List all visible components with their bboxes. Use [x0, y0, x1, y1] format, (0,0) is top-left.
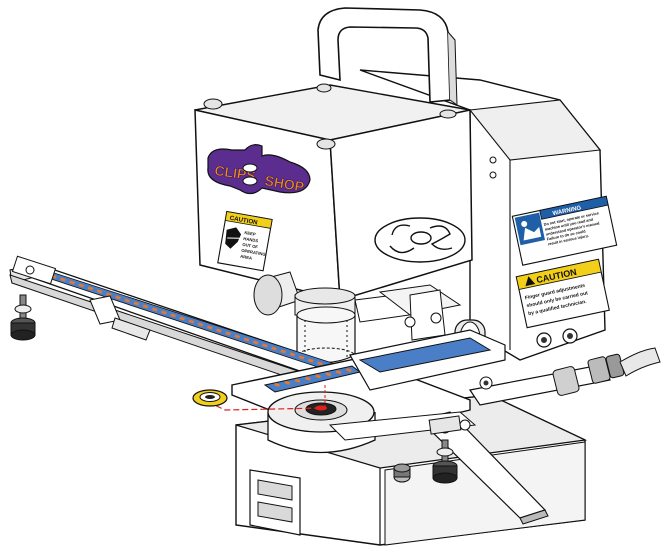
feed-rail: [9, 255, 367, 396]
track-hole: [179, 316, 185, 321]
hand-hazard-icon: [225, 227, 242, 249]
side-bolts: [536, 328, 578, 348]
track-hole: [170, 313, 176, 318]
track-hole: [243, 337, 250, 342]
track-hole: [284, 380, 291, 385]
read-manual-icon: [514, 212, 545, 246]
brand-logo: CLIPS SHOP: [207, 144, 311, 195]
carry-handle[interactable]: [317, 7, 458, 106]
track-hole: [216, 328, 222, 333]
plate-track-holes: [274, 368, 352, 387]
anvil: [267, 391, 376, 454]
brand-logo-right: SHOP: [263, 172, 305, 195]
track-hole: [335, 370, 342, 375]
track-hole: [305, 376, 311, 381]
press-ram: [253, 271, 356, 316]
track-hole: [207, 325, 213, 330]
head-housing: [194, 83, 473, 301]
track-hole: [124, 298, 130, 303]
track-hole: [87, 286, 94, 291]
track-hole: [307, 358, 314, 363]
caution-front-line: OPERATING: [241, 248, 266, 257]
caution-label-side: CAUTION Finger guard adjustments should …: [515, 258, 610, 329]
warning-label-side: WARNING Do not start, operate or service…: [511, 195, 618, 266]
track-hole: [234, 334, 241, 339]
track-hole: [298, 355, 305, 360]
track-hole: [225, 331, 231, 336]
track-hole: [142, 304, 149, 309]
track-hole: [271, 346, 277, 351]
base-vent: [249, 469, 301, 536]
track-hole: [133, 301, 140, 306]
caution-front-line: KEEP: [244, 230, 256, 237]
track-hole: [151, 307, 158, 312]
track-hole: [317, 361, 323, 366]
guard-bracket: [354, 284, 462, 341]
leveling-foot-right[interactable]: [432, 439, 458, 484]
track-hole: [280, 349, 286, 354]
caution-label-front: CAUTION KEEP HANDS OUT OF OPERATING AREA: [217, 210, 273, 272]
base-knob: [393, 463, 411, 483]
track-hole: [262, 343, 268, 348]
track-hole: [78, 283, 85, 288]
track-hole: [69, 280, 75, 285]
track-hole: [252, 340, 259, 345]
caution-front-line: AREA: [240, 254, 253, 261]
track-hole: [346, 368, 352, 373]
track-hole: [197, 322, 204, 327]
right-rail: [328, 411, 549, 525]
track-hole: [115, 295, 121, 300]
track-hole: [289, 352, 296, 357]
leveling-foot-left[interactable]: [10, 294, 36, 341]
caution-front-line: HANDS: [243, 236, 259, 244]
track-hole: [188, 319, 195, 324]
track-hole: [274, 382, 280, 387]
track-hole: [325, 372, 332, 377]
track-hole: [96, 289, 103, 294]
track-hole: [161, 310, 167, 315]
track-hole: [294, 378, 301, 383]
caution-front-heading: CAUTION: [229, 215, 258, 227]
air-fitting[interactable]: [468, 347, 661, 406]
track-hole: [315, 374, 321, 379]
embossed-cs-logo: [374, 217, 466, 263]
warning-heading: WARNING: [552, 205, 582, 217]
track-hole: [60, 277, 66, 282]
washer-part: [192, 389, 228, 407]
caution-front-line: OUT OF: [242, 242, 259, 250]
